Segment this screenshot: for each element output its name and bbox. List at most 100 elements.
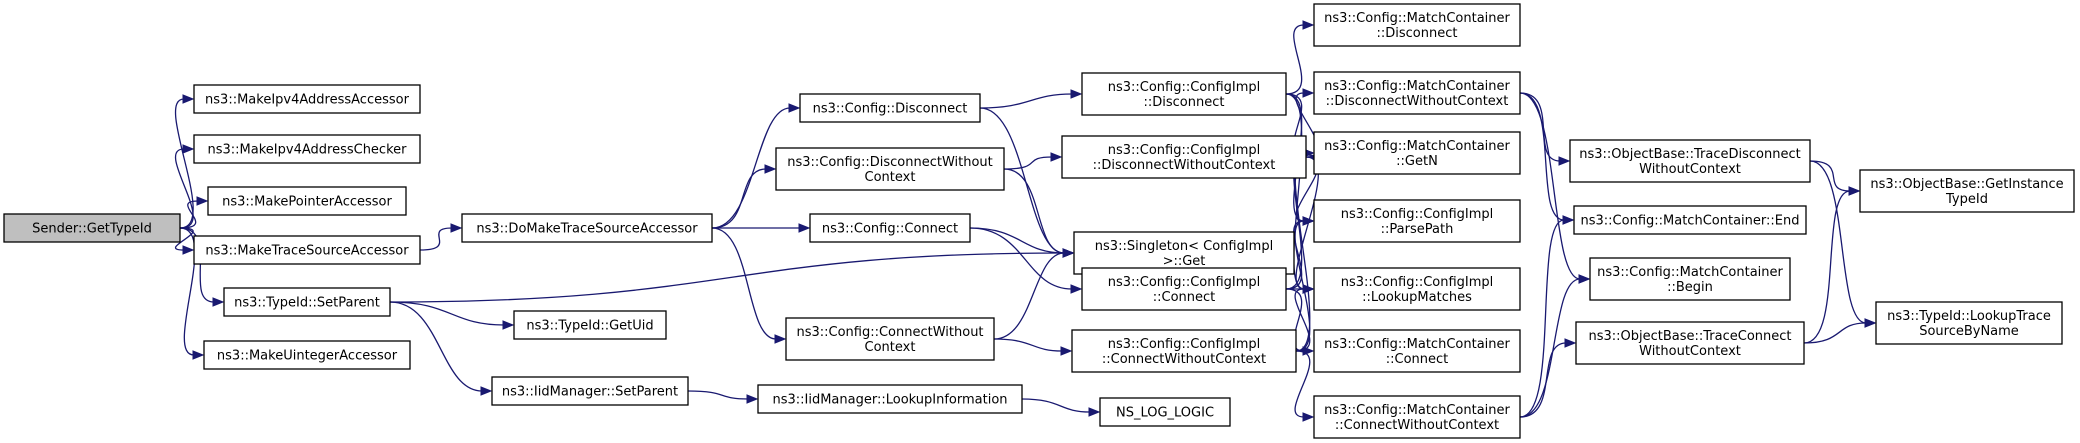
node-matchcontainer-end[interactable]: ns3::Config::MatchContainer::End xyxy=(1573,205,1807,235)
node-label: ns3::Config::ConfigImpl xyxy=(1341,275,1494,290)
edge-sender_gettypeid-to-make_ipv4_address_accessor xyxy=(174,94,195,229)
node-label: ns3::IidManager::LookupInformation xyxy=(772,393,1007,408)
node-ns-log-logic[interactable]: NS_LOG_LOGIC xyxy=(1099,397,1231,427)
node-config-disconnect-without-context[interactable]: ns3::Config::DisconnectWithoutContext xyxy=(775,147,1005,191)
node-label: ns3::Singleton< ConfigImpl xyxy=(1095,239,1273,254)
node-label: Context xyxy=(865,170,916,185)
node-config-connect[interactable]: ns3::Config::Connect xyxy=(809,213,971,243)
node-label: Sender::GetTypeId xyxy=(32,222,152,237)
edge-sender_gettypeid-to-make_trace_source_accessor xyxy=(175,227,195,255)
node-label: WithoutContext xyxy=(1639,344,1741,359)
node-label: ns3::Config::ConfigImpl xyxy=(1108,80,1261,95)
node-make-ipv4-address-accessor[interactable]: ns3::MakeIpv4AddressAccessor xyxy=(193,84,421,114)
edge-config_disconnect_without_context-to-singleton_get xyxy=(1003,168,1075,258)
node-label: ns3::Config::MatchContainer xyxy=(1324,79,1510,94)
node-label: ns3::TypeId::GetUid xyxy=(526,319,653,334)
edge-typeid_setparent-to-iidmanager_setparent xyxy=(389,301,493,396)
node-label: ns3::MakeUintegerAccessor xyxy=(217,349,398,364)
node-label: ::ConnectWithoutContext xyxy=(1335,418,1499,433)
node-objectbase-trace-connect-without-context[interactable]: ns3::ObjectBase::TraceConnectWithoutCont… xyxy=(1575,321,1805,365)
edge-objectbase_trace_connect_without_context-to-objectbase_getinstancetypeid xyxy=(1803,186,1861,344)
node-label: ns3::Config::Disconnect xyxy=(813,102,968,117)
node-make-ipv4-address-checker[interactable]: ns3::MakeIpv4AddressChecker xyxy=(193,134,421,164)
node-matchcontainer-disconnect[interactable]: ns3::Config::MatchContainer::Disconnect xyxy=(1313,3,1521,47)
node-label: ns3::Config::MatchContainer xyxy=(1324,11,1510,26)
node-label: ::Connect xyxy=(1153,290,1216,305)
node-iidmanager-lookupinformation[interactable]: ns3::IidManager::LookupInformation xyxy=(757,384,1023,414)
node-configimpl-connect[interactable]: ns3::Config::ConfigImpl::Connect xyxy=(1081,267,1287,311)
node-label: ns3::Config::DisconnectWithout xyxy=(787,155,993,170)
node-label: ns3::Config::ConfigImpl xyxy=(1108,143,1261,158)
call-edges xyxy=(174,20,1877,422)
edge-make_trace_source_accessor-to-do_make_trace_source_accessor xyxy=(419,223,463,251)
node-matchcontainer-begin[interactable]: ns3::Config::MatchContainer::Begin xyxy=(1589,257,1791,301)
node-sender-gettypeid[interactable]: Sender::GetTypeId xyxy=(3,213,181,243)
node-label: ::ParsePath xyxy=(1381,222,1454,237)
node-label: WithoutContext xyxy=(1639,162,1741,177)
edge-matchcontainer_disconnect_without_context-to-objectbase_trace_disconnect_without_context xyxy=(1519,92,1571,166)
node-label: >::Get xyxy=(1163,254,1206,269)
node-label: ::Begin xyxy=(1667,280,1713,295)
node-config-connect-without-context[interactable]: ns3::Config::ConnectWithoutContext xyxy=(785,317,995,361)
node-configimpl-connect-without-context[interactable]: ns3::Config::ConfigImpl::ConnectWithoutC… xyxy=(1071,329,1297,373)
node-label: ns3::Config::ConnectWithout xyxy=(796,325,983,340)
node-label: ns3::ObjectBase::GetInstance xyxy=(1870,177,2063,192)
node-label: ns3::Config::MatchContainer::End xyxy=(1581,214,1800,229)
edge-iidmanager_lookupinformation-to-ns_log_logic xyxy=(1021,398,1101,417)
edge-typeid_setparent-to-typeid_getuid xyxy=(389,301,515,330)
edge-sender_gettypeid-to-make_ipv4_address_checker xyxy=(174,144,195,229)
node-typeid-setparent[interactable]: ns3::TypeId::SetParent xyxy=(223,287,391,317)
node-label: ns3::ObjectBase::TraceConnect xyxy=(1588,329,1791,344)
node-label: ::LookupMatches xyxy=(1362,290,1472,305)
node-make-trace-source-accessor[interactable]: ns3::MakeTraceSourceAccessor xyxy=(193,235,421,265)
node-label: ns3::Config::MatchContainer xyxy=(1324,139,1510,154)
edge-config_connect_without_context-to-singleton_get xyxy=(993,248,1075,340)
node-label: ns3::Config::MatchContainer xyxy=(1597,265,1783,280)
node-configimpl-parsepath[interactable]: ns3::Config::ConfigImpl::ParsePath xyxy=(1313,199,1521,243)
edge-matchcontainer_disconnect_without_context-to-matchcontainer_end xyxy=(1519,92,1575,225)
node-typeid-getuid[interactable]: ns3::TypeId::GetUid xyxy=(513,310,667,340)
node-matchcontainer-connect-without-context[interactable]: ns3::Config::MatchContainer::ConnectWith… xyxy=(1313,395,1521,439)
node-singleton-get[interactable]: ns3::Singleton< ConfigImpl>::Get xyxy=(1073,231,1295,275)
node-config-disconnect[interactable]: ns3::Config::Disconnect xyxy=(799,93,981,123)
edge-do_make_trace_source_accessor-to-config_disconnect_without_context xyxy=(711,164,777,229)
node-label: ::DisconnectWithoutContext xyxy=(1326,94,1509,109)
node-label: ns3::Config::Connect xyxy=(822,222,958,237)
node-label: TypeId xyxy=(1945,192,1988,207)
edge-matchcontainer_disconnect_without_context-to-matchcontainer_begin xyxy=(1519,92,1591,284)
edge-configimpl_connect_without_context-to-configimpl_lookupmatches xyxy=(1294,284,1315,352)
edge-matchcontainer_connect_without_context-to-matchcontainer_begin xyxy=(1519,274,1591,418)
node-configimpl-disconnect-without-context[interactable]: ns3::Config::ConfigImpl::DisconnectWitho… xyxy=(1061,135,1307,179)
node-label: ::Connect xyxy=(1386,352,1449,367)
node-iidmanager-setparent[interactable]: ns3::IidManager::SetParent xyxy=(491,376,689,406)
node-configimpl-disconnect[interactable]: ns3::Config::ConfigImpl::Disconnect xyxy=(1081,72,1287,116)
node-matchcontainer-connect[interactable]: ns3::Config::MatchContainer::Connect xyxy=(1313,329,1521,373)
node-label: ns3::DoMakeTraceSourceAccessor xyxy=(476,222,698,237)
edge-sender_gettypeid-to-make_pointer_accessor xyxy=(179,196,209,229)
node-label: ::ConnectWithoutContext xyxy=(1102,352,1266,367)
edge-objectbase_trace_connect_without_context-to-typeid_lookuptracesourcebyname xyxy=(1803,318,1877,344)
edge-typeid_setparent-to-singleton_get xyxy=(389,248,1075,303)
node-label: ::Disconnect xyxy=(1144,95,1225,110)
node-label: ns3::MakeIpv4AddressAccessor xyxy=(205,93,410,108)
node-label: ns3::MakeIpv4AddressChecker xyxy=(208,143,408,158)
node-label: ns3::IidManager::SetParent xyxy=(502,385,678,400)
node-matchcontainer-disconnect-without-context[interactable]: ns3::Config::MatchContainer::DisconnectW… xyxy=(1313,71,1521,115)
node-make-pointer-accessor[interactable]: ns3::MakePointerAccessor xyxy=(207,186,407,216)
node-matchcontainer-getn[interactable]: ns3::Config::MatchContainer::GetN xyxy=(1313,131,1521,175)
node-label: NS_LOG_LOGIC xyxy=(1116,406,1214,421)
node-make-uinteger-accessor[interactable]: ns3::MakeUintegerAccessor xyxy=(203,340,411,370)
node-label: ::DisconnectWithoutContext xyxy=(1093,158,1276,173)
node-do-make-trace-source-accessor[interactable]: ns3::DoMakeTraceSourceAccessor xyxy=(461,213,713,243)
node-label: ns3::TypeId::LookupTrace xyxy=(1887,309,2051,324)
edge-sender_gettypeid-to-make_uinteger_accessor xyxy=(179,227,205,360)
function-nodes: Sender::GetTypeId ns3::MakeIpv4AddressAcc… xyxy=(3,3,2075,439)
edge-matchcontainer_connect_without_context-to-objectbase_trace_connect_without_context xyxy=(1519,338,1577,418)
node-configimpl-lookupmatches[interactable]: ns3::Config::ConfigImpl::LookupMatches xyxy=(1313,267,1521,311)
node-objectbase-trace-disconnect-without-context[interactable]: ns3::ObjectBase::TraceDisconnectWithoutC… xyxy=(1569,139,1811,183)
edge-config_disconnect_without_context-to-configimpl_disconnect_without_context xyxy=(1003,152,1063,170)
edge-iidmanager_setparent-to-iidmanager_lookupinformation xyxy=(687,390,759,404)
